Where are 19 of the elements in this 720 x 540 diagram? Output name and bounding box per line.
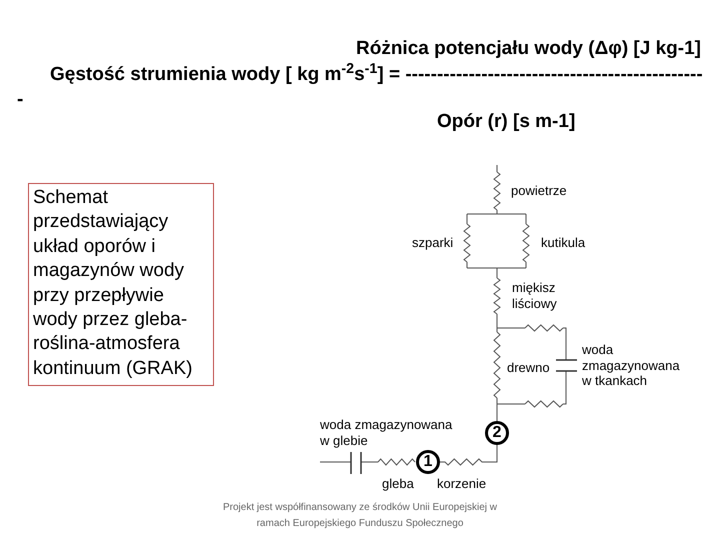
callout-number: 2 — [492, 425, 502, 441]
component-label: drewno — [507, 360, 550, 376]
formula-numerator: Różnica potencjału wody (Δφ) [J kg-1] — [356, 38, 701, 60]
footer-note: Projekt jest współfinansowany ze środków Unii Europejskiej w ramach Europejskiego Funduszu Społecznego — [222, 501, 498, 531]
component-label: gleba — [382, 476, 414, 492]
component-label: korzenie — [437, 476, 486, 492]
description-box — [28, 183, 214, 386]
description-text: Schemat przedstawiający układ oporów i magazynów wody przy przepływie wody przez gleba-roślina-atmosfera kontinuum (GRAK) — [33, 186, 194, 381]
wire-with-resistor — [440, 444, 498, 466]
component-label: powietrze — [511, 183, 567, 199]
formula-denominator: Opór (r) [s m-1] — [437, 111, 576, 133]
formula-equation: Gęstość strumienia wody [ kg m$^{-2}$s$^{-1}$] = ----------------------------------------------- — [50, 64, 703, 86]
component-label: woda zmagazynowana w tkankach — [582, 342, 681, 388]
component-label: szparki — [412, 235, 454, 251]
component-label: woda zmagazynowana w glebie — [320, 417, 454, 449]
callout-number: 1 — [424, 454, 432, 470]
component-label: kutikula — [541, 235, 586, 251]
component-label: miękisz liściowy — [512, 280, 558, 312]
dash-mark: - — [17, 89, 24, 111]
